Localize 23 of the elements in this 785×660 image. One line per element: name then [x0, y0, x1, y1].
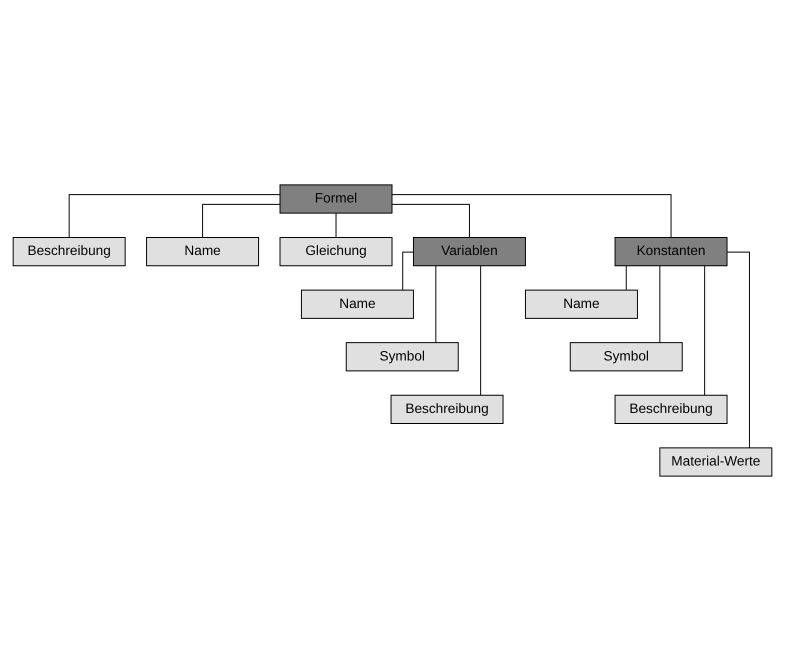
- node-box: Material-Werte: [659, 446, 772, 476]
- connector: [435, 264, 436, 342]
- node-box: Formel: [280, 184, 392, 214]
- connector: [704, 264, 706, 396]
- connector: [392, 203, 470, 238]
- connector: [202, 203, 280, 238]
- node-box: Name: [300, 289, 414, 318]
- node-box: Name: [146, 236, 260, 266]
- node-box: Beschreibung: [614, 394, 728, 424]
- connector: [626, 265, 627, 290]
- node-box: Beschreibung: [12, 236, 126, 266]
- node-box: Name: [524, 289, 638, 318]
- node-box: Variablen: [412, 236, 526, 266]
- connector: [726, 251, 750, 448]
- connector: [68, 194, 280, 238]
- connector: [392, 194, 672, 238]
- node-box: Konstanten: [614, 236, 728, 266]
- node-box: Symbol: [346, 342, 459, 371]
- node-box: Gleichung: [280, 236, 392, 266]
- node-box: Beschreibung: [390, 394, 504, 424]
- connector: [659, 264, 660, 342]
- connector: [480, 264, 482, 396]
- node-box: Symbol: [570, 342, 683, 371]
